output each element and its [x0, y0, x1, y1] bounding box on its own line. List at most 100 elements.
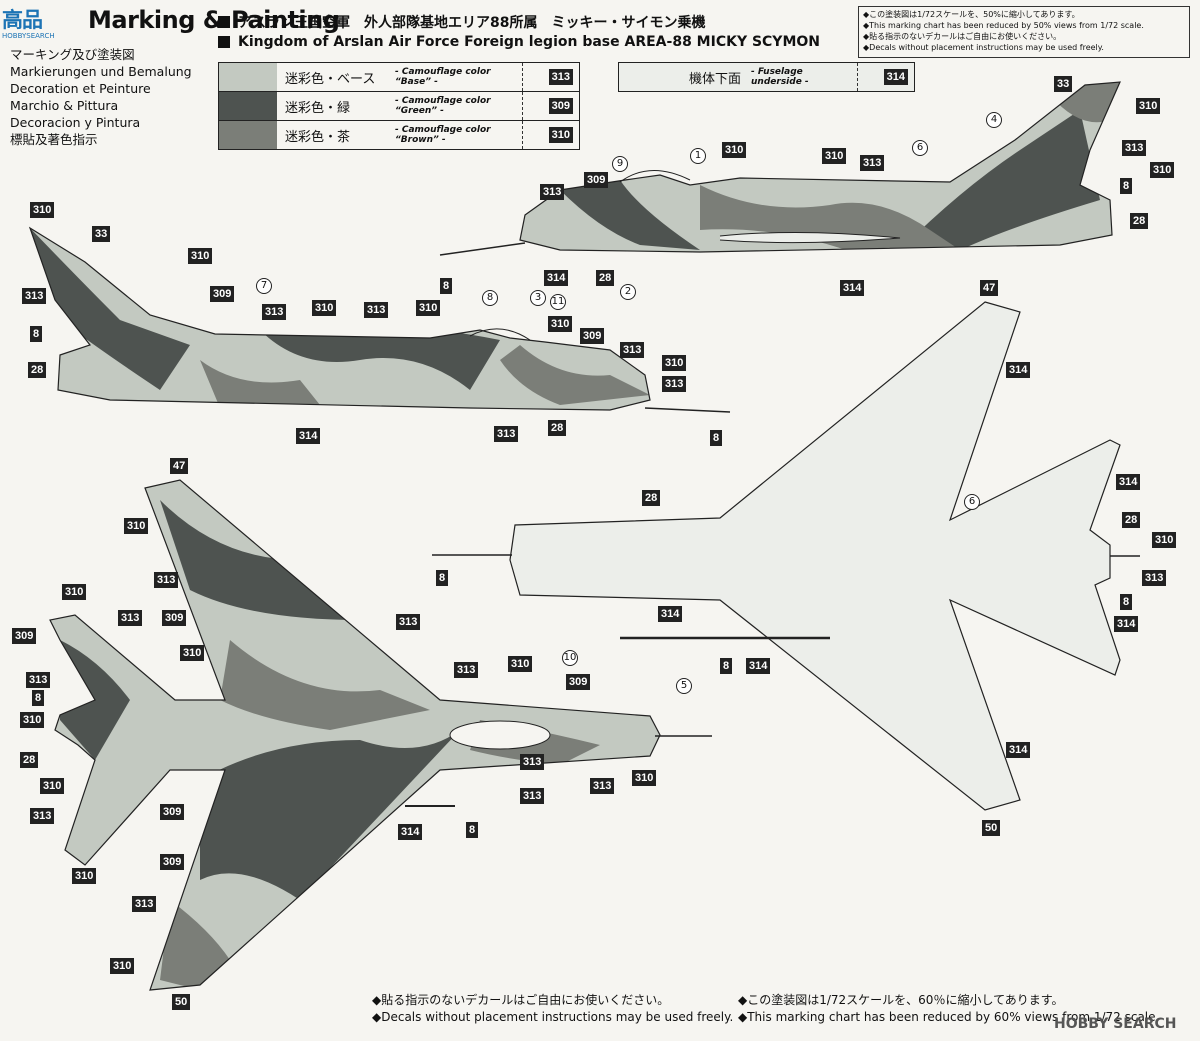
callout-8: 8	[710, 430, 723, 446]
color-row-green: 迷彩色・緑 - Camouflage color “Green” - 309	[219, 92, 579, 121]
callout-8: 8	[720, 658, 733, 674]
callout-310: 310	[722, 142, 747, 158]
callout-313: 313	[30, 808, 55, 824]
circled-11: 11	[550, 294, 566, 310]
callout-310: 310	[1150, 162, 1175, 178]
note-line: ◆Decals without placement instructions m…	[372, 1010, 734, 1024]
lang-de: Markierungen und Bemalung	[10, 64, 192, 79]
callout-309: 309	[566, 674, 591, 690]
callout-314: 314	[1114, 616, 1139, 632]
callout-8: 8	[32, 690, 45, 706]
color-en: - Camouflage color “Green” -	[395, 96, 491, 116]
callout-310: 310	[110, 958, 135, 974]
callout-309: 309	[210, 286, 235, 302]
title-jp-text: アスラン王国空軍 外人部隊基地エリア88所属 ミッキー・サイモン乗機	[238, 15, 706, 31]
underside-number: 314	[883, 69, 908, 85]
bottom-view	[432, 301, 1140, 811]
note-top-right: ◆この塗装図は1/72スケールを、50%に縮小してあります。 ◆This mar…	[858, 6, 1190, 58]
circled-6: 6	[964, 494, 980, 510]
page-title: Marking & Painting	[88, 6, 340, 34]
lang-es: Decoracion y Pintura	[10, 115, 141, 130]
note-line: ◆この塗装図は1/72スケールを、50%に縮小してあります。	[863, 10, 1080, 19]
callout-314: 314	[296, 428, 321, 444]
callout-50: 50	[982, 820, 1001, 836]
divider	[521, 121, 549, 149]
swatch-brown	[219, 121, 277, 149]
callout-28: 28	[1130, 213, 1149, 229]
language-list: マーキング及び塗装図 Markierungen und Bemalung Dec…	[10, 46, 192, 148]
callout-313: 313	[154, 572, 179, 588]
bullet-square-icon	[218, 16, 230, 28]
watermark: HOBBY SEARCH	[1054, 1016, 1177, 1032]
callout-310: 310	[72, 868, 97, 884]
circled-9: 9	[612, 156, 628, 172]
callout-313: 313	[620, 342, 645, 358]
circled-10: 10	[562, 650, 578, 666]
circled-2: 2	[620, 284, 636, 300]
divider	[521, 63, 549, 91]
callout-28: 28	[20, 752, 39, 768]
callout-8: 8	[30, 326, 43, 342]
circled-1: 1	[690, 148, 706, 164]
callout-314: 314	[544, 270, 569, 286]
color-en: - Camouflage color “Base” -	[395, 67, 491, 87]
callout-309: 309	[584, 172, 609, 188]
callout-313: 313	[662, 376, 687, 392]
callout-313: 313	[118, 610, 143, 626]
hobbysearch-logo: 高品 HOBBYSEARCH	[2, 4, 82, 44]
note-bottom-left: ◆貼る指示のないデカールはご自由にお使いください。 ◆Decals withou…	[372, 992, 733, 1026]
callout-313: 313	[132, 896, 157, 912]
callout-33: 33	[92, 226, 111, 242]
callout-313: 313	[1142, 570, 1167, 586]
callout-309: 309	[580, 328, 605, 344]
callout-310: 310	[30, 202, 55, 218]
swatch-base	[219, 63, 277, 91]
note-line: ◆Decals without placement instructions m…	[863, 43, 1104, 52]
note-line: ◆貼る指示のないデカールはご自由にお使いください。	[863, 32, 1062, 41]
title-en: Kingdom of Arslan Air Force Foreign legi…	[218, 34, 820, 50]
callout-28: 28	[548, 420, 567, 436]
callout-310: 310	[416, 300, 441, 316]
callout-28: 28	[28, 362, 47, 378]
callout-310: 310	[508, 656, 533, 672]
callout-309: 309	[160, 854, 185, 870]
logo-text: 高品	[2, 8, 43, 32]
callout-310: 310	[662, 355, 687, 371]
divider	[521, 92, 549, 120]
underside-table: 機体下面 - Fuselage underside - 314	[618, 62, 915, 92]
callout-28: 28	[642, 490, 661, 506]
callout-310: 310	[62, 584, 87, 600]
lang-cn: 標貼及著色指示	[10, 132, 98, 147]
color-row-brown: 迷彩色・茶 - Camouflage color “Brown” - 310	[219, 121, 579, 149]
callout-313: 313	[520, 788, 545, 804]
callout-310: 310	[1136, 98, 1161, 114]
color-en: - Camouflage color “Brown” -	[395, 125, 491, 145]
callout-314: 314	[658, 606, 683, 622]
callout-47: 47	[170, 458, 189, 474]
lang-fr: Decoration et Peinture	[10, 81, 151, 96]
callout-309: 309	[12, 628, 37, 644]
callout-310: 310	[180, 645, 205, 661]
callout-8: 8	[436, 570, 449, 586]
circled-3: 3	[530, 290, 546, 306]
callout-50: 50	[172, 994, 191, 1010]
callout-310: 310	[548, 316, 573, 332]
side-view-upper	[439, 81, 1121, 256]
callout-8: 8	[1120, 594, 1133, 610]
lang-it: Marchio & Pittura	[10, 98, 119, 113]
circled-5: 5	[676, 678, 692, 694]
lang-jp: マーキング及び塗装図	[10, 47, 135, 62]
callout-313: 313	[860, 155, 885, 171]
swatch-green	[219, 92, 277, 120]
note-line: ◆This marking chart has been reduced by …	[738, 1010, 1160, 1024]
callout-310: 310	[20, 712, 45, 728]
color-table: 迷彩色・ベース - Camouflage color “Base” - 313 …	[218, 62, 580, 150]
callout-310: 310	[312, 300, 337, 316]
callout-313: 313	[1122, 140, 1147, 156]
color-number: 309	[548, 98, 573, 114]
note-bottom-right: ◆この塗装図は1/72スケールを、60％に縮小してあります。 ◆This mar…	[738, 992, 1159, 1026]
callout-313: 313	[520, 754, 545, 770]
underside-en: - Fuselage underside -	[751, 67, 809, 87]
callout-314: 314	[746, 658, 771, 674]
